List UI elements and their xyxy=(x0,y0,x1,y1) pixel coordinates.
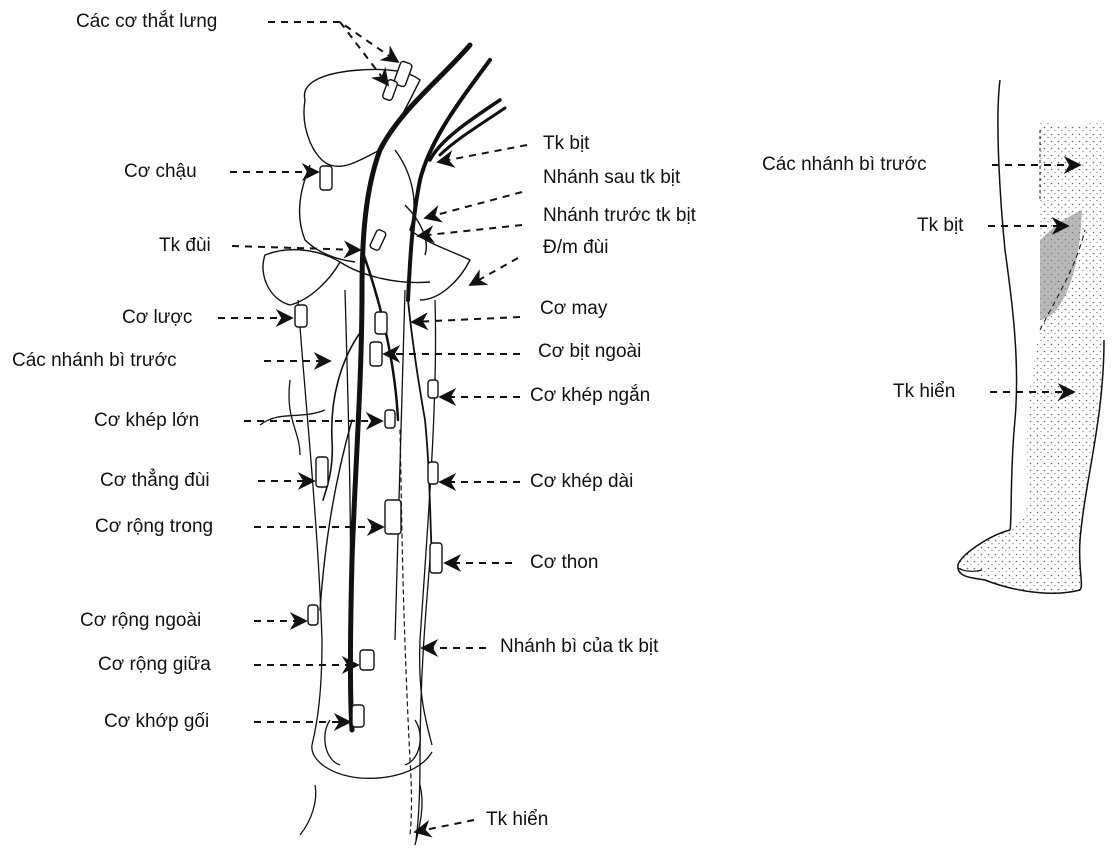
label-anterior-branch-obturator: Nhánh trước tk bịt xyxy=(543,205,696,227)
label-femoral-artery: Đ/m đùi xyxy=(543,237,608,259)
label-adductor-longus: Cơ khép dài xyxy=(530,471,633,493)
label-adductor-magnus: Cơ khép lớn xyxy=(94,410,199,432)
label-vastus-medialis: Cơ rộng trong xyxy=(95,516,213,538)
label-rectus-femoris: Cơ thẳng đùi xyxy=(100,470,210,492)
pelvis-outline xyxy=(263,69,470,305)
label-posterior-branch-obturator: Nhánh sau tk bịt xyxy=(543,167,680,189)
leader-lines xyxy=(218,22,1080,832)
label-leg-anterior-cutaneous-branches: Các nhánh bì trước xyxy=(762,154,927,176)
label-obturator-nerve: Tk bịt xyxy=(543,133,589,155)
label-adductor-brevis: Cơ khép ngắn xyxy=(530,385,650,407)
label-iliacus-muscle: Cơ chậu xyxy=(124,161,197,183)
label-sartorius-muscle: Cơ may xyxy=(540,298,607,320)
label-cutaneous-branch-obturator: Nhánh bì của tk bịt xyxy=(500,636,658,658)
label-anterior-cutaneous-branches: Các nhánh bì trước xyxy=(12,350,177,372)
label-lumbar-muscles: Các cơ thắt lưng xyxy=(76,11,217,33)
label-vastus-lateralis: Cơ rộng ngoài xyxy=(80,610,201,632)
label-obturator-externus: Cơ bịt ngoài xyxy=(538,341,641,363)
label-femoral-nerve: Tk đùi xyxy=(159,235,211,257)
label-articularis-genus: Cơ khớp gối xyxy=(104,711,209,733)
thigh-outline xyxy=(260,290,436,845)
label-pectineus-muscle: Cơ lược xyxy=(122,307,192,329)
label-leg-saphenous-nerve: Tk hiển xyxy=(893,381,955,403)
label-leg-obturator-nerve: Tk bịt xyxy=(917,215,963,237)
label-gracilis-muscle: Cơ thon xyxy=(530,552,598,574)
label-saphenous-nerve: Tk hiển xyxy=(486,809,548,831)
label-vastus-intermedius: Cơ rộng giữa xyxy=(98,654,211,676)
leg-silhouette xyxy=(958,80,1104,594)
